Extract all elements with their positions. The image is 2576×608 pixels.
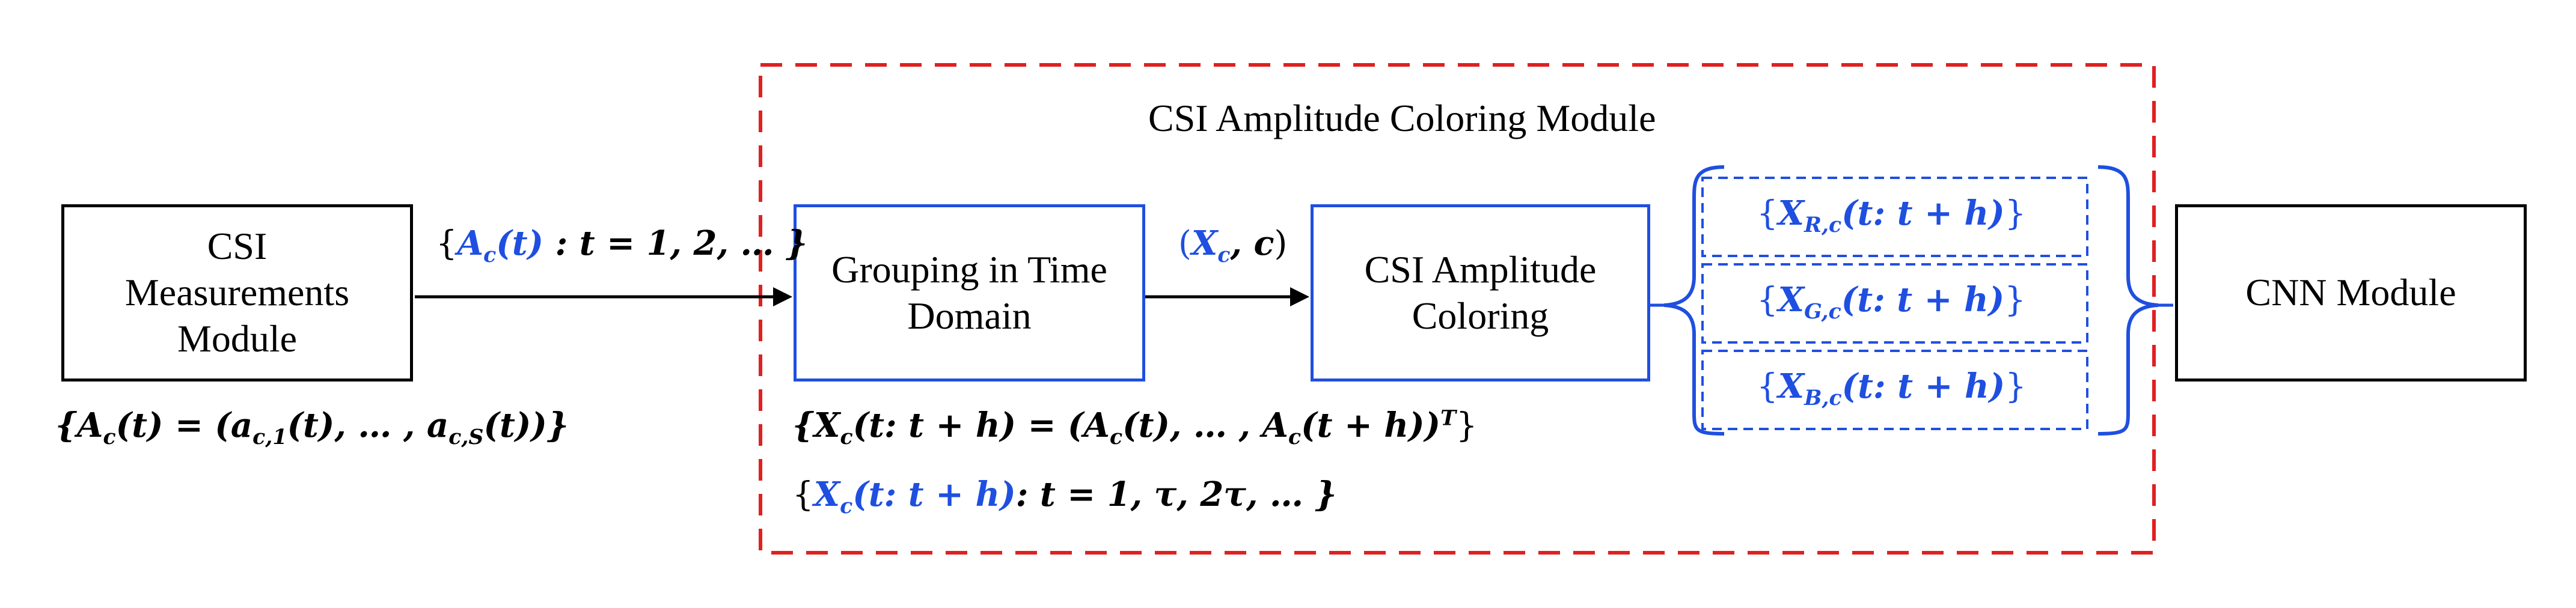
xr-dashed-box (1701, 177, 2088, 257)
x-set-open: { (792, 475, 814, 514)
x-def-sub3: c (1288, 425, 1302, 450)
a-definition-label: {Ac(t) = (ac,1(t), … , ac,S(t))} (55, 406, 569, 449)
xb-brace-open: { (1757, 367, 1778, 406)
x-def-sup: T (1440, 406, 1456, 431)
a-def: {A (55, 406, 103, 445)
xg-brace-open: { (1757, 281, 1778, 320)
x-set-label: {Xc(t: t + h): t = 1, τ, 2τ, … } (792, 475, 1337, 518)
xb-var: X (1778, 366, 1805, 406)
x-def-mid: (t), … , A (1122, 406, 1288, 445)
x-set-arg: (t: t + h) (852, 475, 1016, 514)
x-set-sub: c (840, 494, 853, 519)
csi-measurements-box: CSI Measurements Module (61, 204, 413, 382)
xb-arg: (t: t + h) (1841, 366, 2005, 406)
xc-var: X (1191, 223, 1218, 263)
ac-sequence-label: {Ac(t) : t = 1, 2, … } (436, 223, 807, 267)
xr-sub: R,c (1804, 213, 1842, 238)
xr-label: {XR,c(t: t + h)} (1757, 193, 2026, 237)
cnn-box: CNN Module (2175, 204, 2527, 382)
xc-pair-label: (Xc, c) (1178, 223, 1287, 267)
xb-brace-close: } (2005, 367, 2027, 406)
x-def-open: {X (792, 406, 840, 445)
xb-sub: B,c (1804, 386, 1842, 411)
xr-brace-open: { (1757, 194, 1778, 233)
xg-arg: (t: t + h) (1841, 280, 2005, 320)
x-set-var: X (813, 475, 840, 514)
a-def-sub: c (103, 425, 116, 450)
xg-label: {XG,c(t: t + h)} (1757, 280, 2026, 324)
a-def-end: (t))} (483, 406, 569, 445)
xb-dashed-box (1701, 350, 2088, 430)
a-def-sub2: c,1 (252, 425, 287, 450)
ac-sub: c (483, 243, 497, 268)
xb-label: {XB,c(t: t + h)} (1757, 366, 2027, 410)
a-def-mid: (t), … , a (287, 406, 449, 445)
paren-close: ) (1274, 224, 1288, 263)
x-def-sub2: c (1110, 425, 1123, 450)
xg-brace-close: } (2004, 281, 2026, 320)
x-definition-label: {Xc(t: t + h) = (Ac(t), … , Ac(t + h))T} (792, 406, 1478, 449)
brace: { (436, 224, 457, 263)
ac-arg: (t) (496, 223, 544, 263)
ac-rest: : t = 1, 2, … } (543, 223, 807, 263)
grouping-box: Grouping in Time Domain (794, 204, 1145, 382)
a-def-sub3: c,S (448, 425, 484, 450)
xr-brace-close: } (2004, 194, 2027, 233)
x-def-end: (t + h)) (1301, 406, 1441, 445)
a-def-rest: (t) = (a (115, 406, 253, 445)
arrowhead-grouping (773, 287, 792, 306)
xg-var: X (1778, 280, 1805, 320)
xg-sub: G,c (1804, 299, 1841, 324)
arrowhead-coloring (1290, 287, 1309, 306)
amplitude-coloring-box: CSI Amplitude Coloring (1311, 204, 1650, 382)
coloring-module-title: CSI Amplitude Coloring Module (1148, 97, 1656, 139)
x-set-rest: : t = 1, τ, 2τ, … } (1015, 475, 1337, 514)
ac-var: A (457, 223, 484, 263)
paren-open: ( (1178, 224, 1192, 263)
x-def-close: } (1455, 406, 1478, 445)
xg-dashed-box (1701, 263, 2088, 344)
left-curly-brace (1663, 165, 1725, 436)
xc-sub: c (1217, 243, 1231, 268)
xc-rest: , c (1230, 223, 1274, 263)
x-def-rest: (t: t + h) = (A (852, 406, 1110, 445)
right-curly-brace (2097, 165, 2159, 436)
xr-arg: (t: t + h) (1841, 193, 2005, 233)
x-def-sub: c (840, 425, 853, 450)
xr-var: X (1778, 193, 1805, 233)
